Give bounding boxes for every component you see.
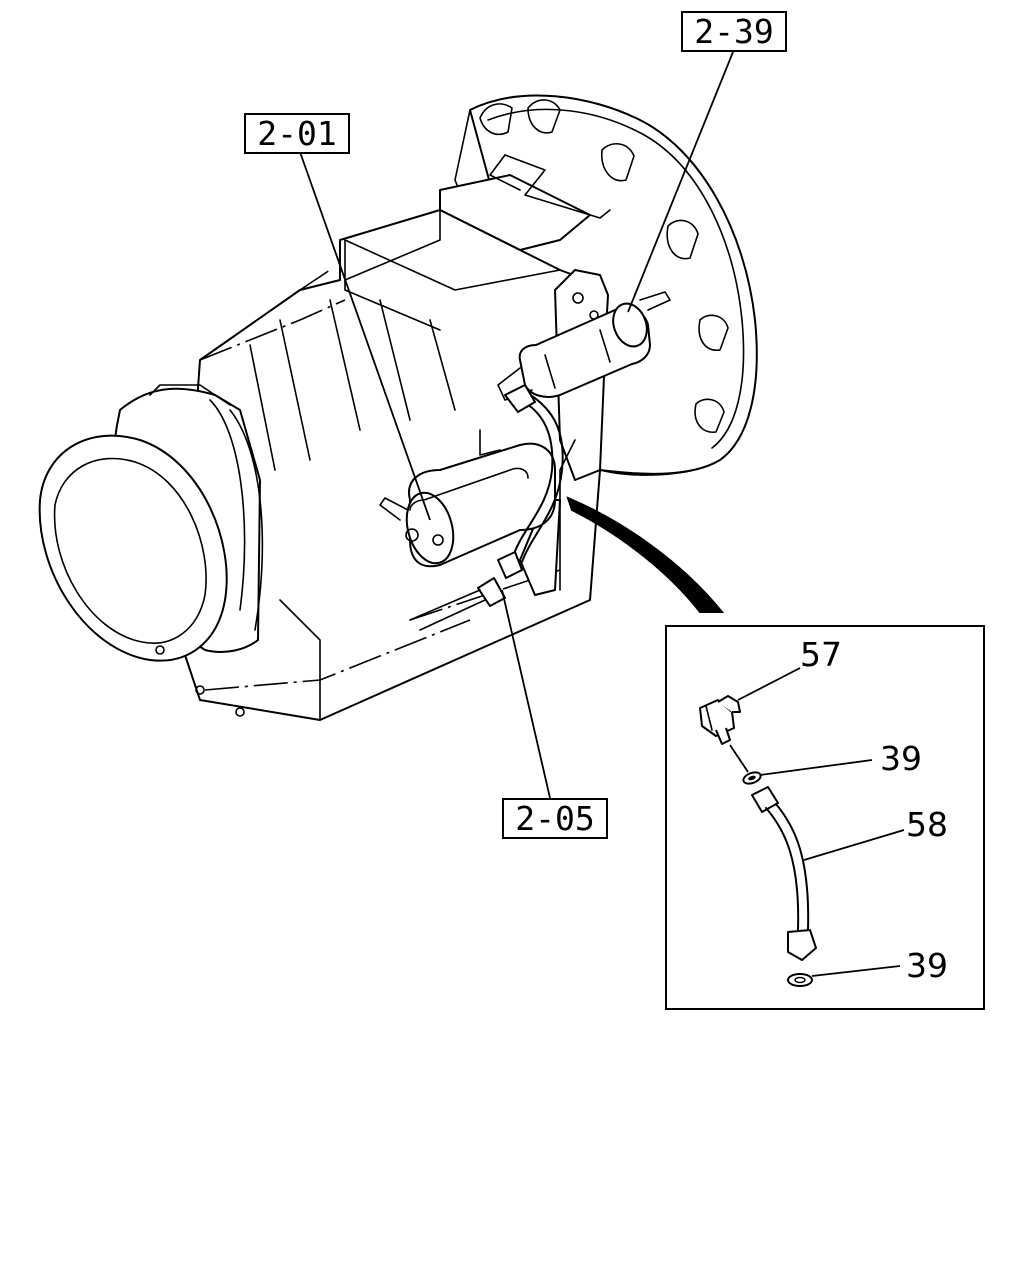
rear-housing <box>38 384 264 717</box>
leader-2-01 <box>299 151 431 521</box>
booster-cylinder <box>497 291 671 401</box>
callout-2-05-label: 2-05 <box>515 799 594 838</box>
leader-2-05 <box>501 589 551 799</box>
callout-2-01-label: 2-01 <box>257 114 336 153</box>
part-57-tee-fitting[interactable] <box>699 695 741 745</box>
hydraulic-pipe <box>409 384 564 631</box>
slave-cylinder <box>379 442 556 568</box>
part-39-washer-upper[interactable] <box>742 770 762 786</box>
label-57: 57 <box>800 635 842 674</box>
part-39-washer-lower[interactable] <box>787 973 813 987</box>
callout-2-39[interactable]: 2-39 <box>681 11 787 52</box>
label-39-lower: 39 <box>906 946 948 985</box>
callout-2-05[interactable]: 2-05 <box>502 798 608 839</box>
transmission-assembly <box>38 94 758 721</box>
label-58: 58 <box>906 805 948 844</box>
detail-view: 57 39 58 39 <box>665 625 985 1010</box>
detail-frame <box>665 625 985 1010</box>
callout-2-39-label: 2-39 <box>694 12 773 51</box>
part-58-pipe[interactable] <box>751 786 817 961</box>
label-39-upper: 39 <box>880 739 922 778</box>
detail-pointer-arrow <box>566 496 725 613</box>
callout-2-01[interactable]: 2-01 <box>244 113 350 154</box>
leader-2-39 <box>627 51 734 313</box>
